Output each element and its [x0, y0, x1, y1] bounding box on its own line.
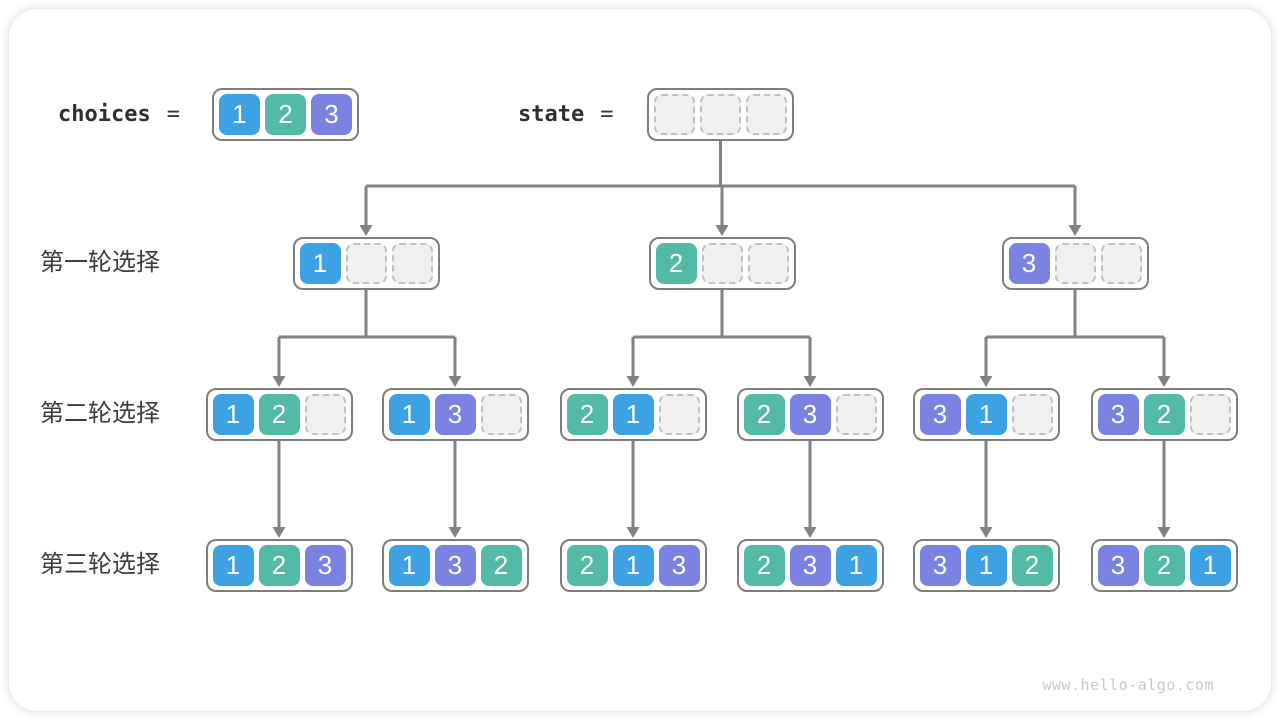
node-3xx: 3	[1001, 237, 1149, 290]
cell-1: 1	[212, 545, 254, 586]
cell-empty	[304, 394, 346, 435]
watermark: www.hello-algo.com	[1042, 676, 1214, 694]
state-label-text: state	[518, 102, 585, 127]
cell-empty	[1100, 243, 1142, 284]
cell-empty	[701, 243, 743, 284]
cell-empty	[700, 94, 741, 135]
cell-empty	[835, 394, 877, 435]
cell-empty	[747, 243, 789, 284]
cell-1: 1	[1189, 545, 1231, 586]
cell-empty	[1011, 394, 1053, 435]
round-label-2: 第二轮选择	[40, 400, 160, 427]
cell-1: 1	[965, 545, 1007, 586]
cell-2: 2	[655, 243, 697, 284]
cell-3: 3	[1008, 243, 1050, 284]
state-label: state =	[518, 88, 613, 141]
cell-1: 1	[219, 94, 260, 135]
cell-2: 2	[566, 394, 608, 435]
cell-3: 3	[658, 545, 700, 586]
cell-1: 1	[388, 394, 430, 435]
node-2xx: 2	[648, 237, 796, 290]
cell-2: 2	[265, 94, 306, 135]
choices-label: choices =	[58, 88, 180, 141]
cell-empty	[345, 243, 387, 284]
cell-2: 2	[743, 394, 785, 435]
cell-2: 2	[1011, 545, 1053, 586]
round-label-1: 第一轮选择	[40, 249, 160, 276]
cell-2: 2	[480, 545, 522, 586]
choices-label-text: choices	[58, 102, 151, 127]
cell-empty	[391, 243, 433, 284]
cell-2: 2	[566, 545, 608, 586]
cell-3: 3	[1097, 545, 1139, 586]
cell-empty	[746, 94, 787, 135]
cell-empty	[480, 394, 522, 435]
cell-2: 2	[743, 545, 785, 586]
cell-2: 2	[258, 394, 300, 435]
cell-3: 3	[789, 545, 831, 586]
equals-sign: =	[600, 102, 614, 127]
cell-1: 1	[835, 545, 877, 586]
node-1xx: 1	[292, 237, 440, 290]
cell-empty	[658, 394, 700, 435]
cell-3: 3	[919, 545, 961, 586]
cell-3: 3	[304, 545, 346, 586]
round-label-3: 第三轮选择	[40, 551, 160, 578]
equals-sign: =	[166, 102, 180, 127]
cell-1: 1	[212, 394, 254, 435]
cell-3: 3	[789, 394, 831, 435]
cell-empty	[654, 94, 695, 135]
cell-3: 3	[919, 394, 961, 435]
cell-2: 2	[1143, 545, 1185, 586]
cell-2: 2	[1143, 394, 1185, 435]
cell-1: 1	[612, 394, 654, 435]
diagram-card	[9, 9, 1271, 711]
cell-empty	[1054, 243, 1096, 284]
cell-3: 3	[1097, 394, 1139, 435]
cell-empty	[1189, 394, 1231, 435]
cell-3: 3	[434, 545, 476, 586]
cell-1: 1	[965, 394, 1007, 435]
cell-1: 1	[612, 545, 654, 586]
cell-2: 2	[258, 545, 300, 586]
cell-3: 3	[434, 394, 476, 435]
cell-3: 3	[311, 94, 352, 135]
node-xxx	[647, 88, 794, 141]
cell-1: 1	[299, 243, 341, 284]
cell-1: 1	[388, 545, 430, 586]
